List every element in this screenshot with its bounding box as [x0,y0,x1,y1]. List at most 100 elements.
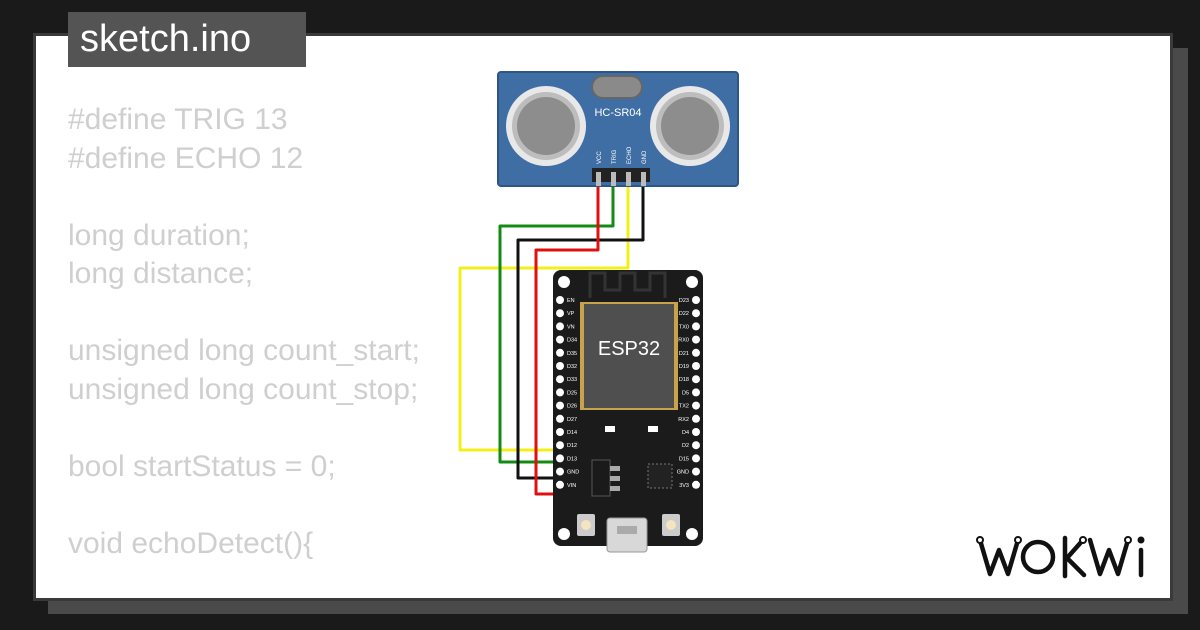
mount-hole [558,276,570,288]
pin-label: D19 [679,364,689,370]
pin-d21[interactable] [692,348,700,357]
pin-d14[interactable] [556,428,564,436]
pin-d19[interactable] [692,362,700,370]
file-tab[interactable]: sketch.ino [68,12,306,67]
pin-rx2[interactable] [692,414,700,423]
pin-label: D34 [567,338,577,344]
pin-label: D21 [679,351,689,357]
pin-d26[interactable] [556,401,564,410]
pin-label: EN [567,298,575,304]
pin-label: VN [567,324,575,330]
right-pin-row: D23D22TX0RX0D21D19D18D5TX2RX2D4D2D15GND3… [677,296,700,489]
pin-label: D5 [682,390,689,396]
code-line: unsigned long count_start; [68,334,420,367]
code-editor: #define TRIG 13 #define ECHO 12 long durat… [68,101,420,563]
mount-hole [686,528,698,540]
code-line: void echoDetect(){ [68,526,314,560]
pin-label: 3V3 [679,483,689,489]
pin-d4[interactable] [692,428,700,436]
pin-gnd[interactable] [556,467,564,476]
pin-d5[interactable] [692,388,700,397]
pin-d12[interactable] [556,441,564,450]
pin-d15[interactable] [692,454,700,463]
pin-vp[interactable] [556,309,564,318]
hc-sr04-sensor[interactable]: HC-SR04 VCC TRIG ECHO GND [497,71,739,187]
crystal [591,75,643,99]
en-button[interactable] [577,514,595,536]
code-line: #define TRIG 13 [68,103,288,136]
pin-gnd[interactable] [641,172,646,186]
circuit-diagram: HC-SR04 VCC TRIG ECHO GND ESP32 ENVPVND3… [458,71,739,553]
pin-label: D23 [679,298,689,304]
pin-trig[interactable] [611,172,616,186]
pin-label: D13 [567,456,577,462]
pin-label: D25 [567,390,577,396]
pin-echo[interactable] [626,172,631,186]
pin-label: D35 [567,351,577,357]
pin-label: VIN [567,483,576,489]
pin-gnd[interactable] [692,467,700,476]
code-line: unsigned long count_stop; [68,372,419,406]
pin-vin[interactable] [556,480,564,489]
pin-label: D22 [679,311,689,317]
wire-trig [498,178,615,464]
code-line: long distance; [68,257,254,290]
pin-d2[interactable] [692,441,700,450]
pin-d32[interactable] [556,362,564,370]
sensor-label: HC-SR04 [594,107,641,119]
pin-tx0[interactable] [692,322,700,331]
pin-label: D32 [567,364,577,370]
pin-label: D2 [682,443,689,449]
transducer-right [650,86,730,166]
pin-tx2[interactable] [692,401,700,410]
pin-d18[interactable] [692,375,700,384]
code-line [68,409,420,448]
code-line [68,294,420,333]
pin-label-echo: ECHO [627,146,633,164]
pin-label: D26 [567,404,577,410]
pin-label: D27 [567,417,577,423]
pin-vcc[interactable] [596,172,601,186]
pin-label: TX0 [679,324,689,330]
pin-en[interactable] [556,296,564,304]
boot-button[interactable] [662,514,680,536]
wire-echo [458,178,630,452]
code-line: #define ECHO 12 [68,141,304,175]
pin-label: GND [567,470,579,476]
voltage-regulator [591,459,611,497]
pin-vn[interactable] [556,322,564,331]
pin-d25[interactable] [556,388,564,397]
pin-d23[interactable] [692,296,700,304]
pin-d34[interactable] [556,335,564,344]
pin-d33[interactable] [556,375,564,384]
pin-label: D4 [682,430,689,436]
wokwi-logo[interactable] [975,530,1150,586]
esp32-board[interactable]: ESP32 ENVPVND34D35D32D33D25D26D27D14D12D… [553,270,703,553]
pin-3v3[interactable] [692,480,700,489]
led [605,426,615,432]
mount-hole [686,276,698,288]
pin-label: RX2 [678,417,689,423]
wire-vcc [534,178,600,496]
esp32-module [584,304,674,408]
transducer-left [506,86,586,166]
pin-label-gnd: GND [642,150,648,164]
code-line: bool startStatus = 0; [68,449,336,483]
pin-label-vcc: VCC [597,151,603,164]
pin-label: D18 [679,377,689,383]
pin-rx0[interactable] [692,335,700,344]
pin-label: GND [677,470,689,476]
pin-label: RX0 [678,338,689,344]
led [648,426,658,432]
pin-d27[interactable] [556,414,564,423]
pin-d22[interactable] [692,309,700,318]
mount-hole [558,528,570,540]
code-line: long duration; [68,218,250,252]
pin-d35[interactable] [556,348,564,357]
pin-label-trig: TRIG [612,149,618,164]
usb-port[interactable] [606,517,648,553]
pin-label: D15 [679,456,689,462]
pin-d13[interactable] [556,454,564,463]
antenna [588,271,667,298]
pin-label: D14 [567,430,577,436]
